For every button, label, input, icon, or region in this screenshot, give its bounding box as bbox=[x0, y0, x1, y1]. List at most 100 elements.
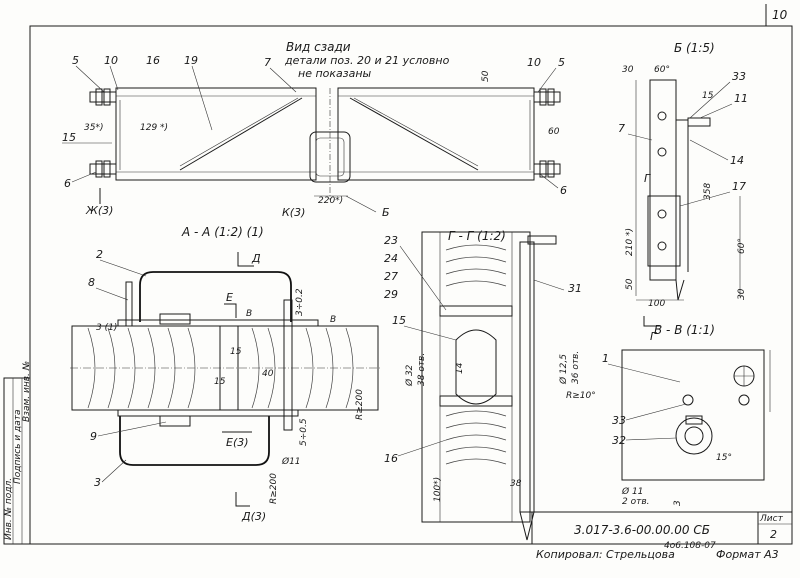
callout-d-bottom: Д(3) bbox=[241, 510, 266, 523]
dim-60-top: 60 bbox=[548, 127, 560, 137]
right-frame-part bbox=[337, 87, 535, 181]
pos-33-vv: 33 bbox=[612, 414, 626, 427]
title-stamp bbox=[531, 511, 793, 545]
pos-31: 31 bbox=[568, 282, 582, 295]
bottom-plate bbox=[117, 409, 299, 417]
top-plate bbox=[117, 319, 319, 327]
pos-8: 8 bbox=[88, 276, 95, 289]
dim-30-b2: 30 bbox=[737, 288, 747, 300]
dim-220: 220*) bbox=[318, 196, 343, 206]
callout-g-bottom: Г bbox=[650, 330, 657, 343]
pos-5-left: 5 bbox=[72, 54, 79, 67]
vv-plate bbox=[621, 349, 765, 481]
dim-358: 358 bbox=[703, 183, 713, 200]
gg-slot bbox=[455, 329, 497, 405]
dim-60deg-b: 60° bbox=[654, 65, 670, 75]
dim-3-vv: 3 bbox=[673, 500, 683, 506]
pos-15-gg: 15 bbox=[392, 314, 406, 327]
footer-copied: Копировал: Стрельцова bbox=[536, 548, 675, 561]
dim-3-02: 3÷0.2 bbox=[295, 288, 305, 316]
b-strip bbox=[649, 79, 677, 281]
dim-d12-holes: 36 отв. bbox=[571, 351, 581, 384]
left-strip bbox=[3, 377, 31, 545]
dim-38: 38 bbox=[510, 479, 522, 489]
callout-v-left: В bbox=[246, 309, 252, 319]
pos-7-top: 7 bbox=[264, 56, 271, 69]
section-b-title: Б (1:5) bbox=[674, 41, 715, 55]
dim-40: 40 bbox=[262, 369, 274, 379]
dim-50-top: 50 bbox=[481, 70, 491, 82]
dim-d11-vv: Ø 11 bbox=[621, 486, 643, 497]
dim-50-b: 50 bbox=[625, 278, 635, 290]
section-aa-title: А - А (1:2) (1) bbox=[181, 225, 264, 239]
pos-9: 9 bbox=[90, 430, 97, 443]
callout-zh: Ж(3) bbox=[85, 204, 113, 217]
dim-210: 210 *) bbox=[625, 228, 635, 256]
dim-100-b: 100 bbox=[648, 299, 665, 309]
pos-27: 27 bbox=[384, 270, 398, 283]
dim-14: 14 bbox=[455, 362, 465, 374]
pos-33-b: 33 bbox=[732, 70, 746, 83]
dim-30-b: 30 bbox=[622, 65, 634, 75]
pos-5-right: 5 bbox=[558, 56, 565, 69]
callout-v-right: В bbox=[330, 315, 336, 325]
right-bolt-assembly bbox=[533, 88, 561, 178]
pos-23: 23 bbox=[384, 234, 398, 247]
pos-16-gg: 16 bbox=[384, 452, 398, 465]
callout-k: К(3) bbox=[282, 206, 305, 219]
section-vv-title: В - В (1:1) bbox=[654, 323, 715, 337]
callout-d-top: Д bbox=[251, 252, 261, 265]
dim-angle-10: R≥10° bbox=[566, 391, 596, 401]
pos-2: 2 bbox=[96, 248, 103, 261]
dim-60deg-b2: 60° bbox=[737, 238, 747, 254]
dim-100-gg: 100*) bbox=[433, 477, 443, 502]
strip-label-1: Инв. № подл. bbox=[4, 478, 14, 540]
dim-15deg: 15° bbox=[716, 453, 732, 463]
pos-7-b: 7 bbox=[618, 122, 625, 135]
dim-35: 35*) bbox=[84, 123, 103, 133]
pos-19: 19 bbox=[184, 54, 198, 67]
view-back-title: Вид сзади bbox=[286, 40, 351, 54]
pos-15-top: 15 bbox=[62, 131, 76, 144]
section-gg-title: Г - Г (1:2) bbox=[448, 229, 506, 243]
vv-large-hole bbox=[675, 417, 713, 455]
handle-top bbox=[139, 271, 292, 322]
pos-29: 29 bbox=[384, 288, 398, 301]
sheet-frame bbox=[29, 25, 793, 545]
dim-r200-b: R≥200 bbox=[355, 389, 365, 420]
pos-6-left: 6 bbox=[64, 177, 71, 190]
dim-15-a: 15 bbox=[230, 347, 242, 357]
dim-d11: Ø11 bbox=[281, 456, 301, 467]
dim-d12: Ø 12,5 bbox=[558, 354, 569, 385]
footer-format: Формат А3 bbox=[716, 548, 779, 561]
dim-d32-holes: 38 отв. bbox=[417, 353, 427, 386]
left-bolt-assembly bbox=[89, 88, 117, 178]
dim-15-b: 15 bbox=[214, 377, 226, 387]
callout-g-top: Г bbox=[644, 172, 651, 185]
gg-pin bbox=[519, 241, 535, 513]
dim-d32: Ø 32 bbox=[404, 364, 415, 387]
vertical-plate bbox=[283, 299, 293, 431]
callout-e-bottom: Е(3) bbox=[226, 436, 249, 449]
view-back-note-2: не показаны bbox=[298, 67, 372, 80]
callout-e-top: Е bbox=[226, 291, 233, 304]
strip-label-3: Взам. инв. № bbox=[22, 361, 32, 422]
stamp-sheet-value: 2 bbox=[770, 528, 777, 541]
pos-32: 32 bbox=[612, 434, 626, 447]
handle-bottom bbox=[119, 416, 270, 466]
pos-17: 17 bbox=[732, 180, 746, 193]
dim-5-05: 5÷0.5 bbox=[299, 418, 309, 446]
pos-10-right: 10 bbox=[527, 56, 541, 69]
pos-14: 14 bbox=[730, 154, 744, 167]
pos-6-right: 6 bbox=[560, 184, 567, 197]
dim-2-holes: 2 отв. bbox=[622, 497, 650, 507]
dim-129: 129 *) bbox=[140, 123, 168, 133]
sheet-number: 10 bbox=[772, 8, 788, 22]
pos-3: 3 bbox=[94, 476, 101, 489]
footer-date: 4о6.108-07 bbox=[664, 541, 716, 551]
callout-b-arrow: Б bbox=[382, 206, 390, 219]
dim-15-b-view: 15 bbox=[702, 91, 714, 101]
left-frame-part bbox=[115, 87, 317, 181]
